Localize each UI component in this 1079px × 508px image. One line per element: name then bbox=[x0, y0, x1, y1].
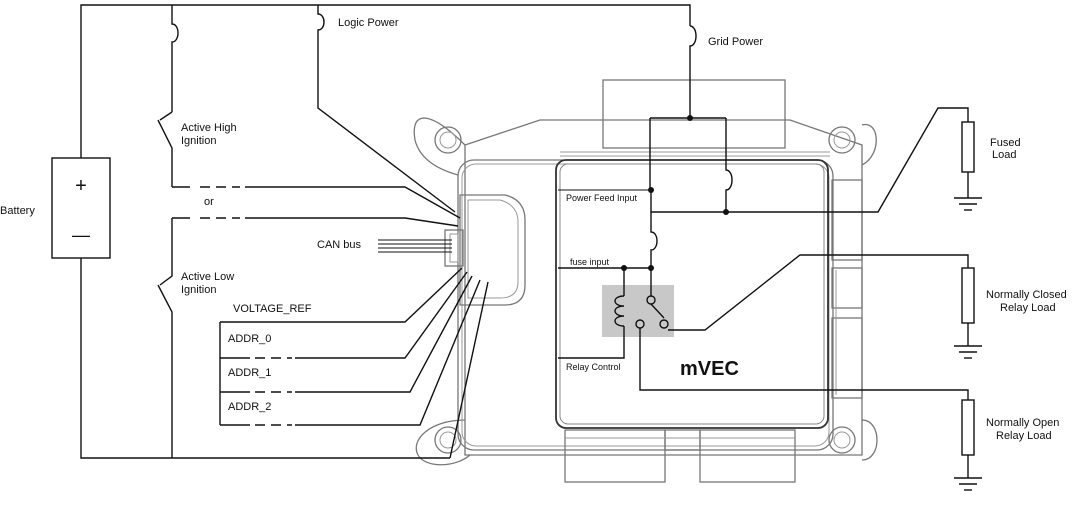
can-bus-lines bbox=[378, 239, 452, 253]
logic-power-label: Logic Power bbox=[338, 17, 399, 29]
relay-symbol bbox=[558, 254, 969, 400]
normally-open-load bbox=[954, 399, 982, 491]
mvec-module-name: mVEC bbox=[680, 358, 739, 380]
active-high-ignition-label-line2: Ignition bbox=[181, 135, 216, 147]
fused-load bbox=[954, 121, 982, 211]
power-feed-input-wiring bbox=[558, 107, 969, 271]
fuse-input-label: fuse input bbox=[570, 257, 610, 267]
normally-open-load-label-line1: Normally Open bbox=[986, 417, 1059, 429]
addr-2-label: ADDR_2 bbox=[228, 401, 271, 413]
active-high-ignition-label-line1: Active High bbox=[181, 122, 237, 134]
grid-power-label: Grid Power bbox=[708, 36, 763, 48]
mvec-housing bbox=[413, 79, 878, 483]
fused-load-label-line2: Load bbox=[992, 149, 1016, 161]
fused-load-label-line1: Fused bbox=[990, 137, 1021, 149]
grid-power-fuse bbox=[649, 25, 733, 212]
power-feed-input-label: Power Feed Input bbox=[566, 193, 638, 203]
addr-0-label: ADDR_0 bbox=[228, 333, 271, 345]
address-wires bbox=[219, 267, 489, 459]
ignition-fuse bbox=[157, 5, 461, 458]
active-low-ignition-label-line2: Ignition bbox=[181, 284, 216, 296]
logic-power-fuse bbox=[317, 5, 456, 213]
voltage-ref-label: VOLTAGE_REF bbox=[233, 303, 312, 315]
battery-label: Battery bbox=[0, 205, 35, 217]
or-label: or bbox=[204, 196, 214, 208]
battery-wires bbox=[80, 4, 691, 459]
battery-symbol: + — bbox=[51, 157, 111, 259]
normally-open-load-label-line2: Relay Load bbox=[996, 430, 1052, 442]
battery-minus-sign: — bbox=[72, 225, 90, 245]
relay-control-label: Relay Control bbox=[566, 362, 621, 372]
normally-closed-load bbox=[954, 267, 982, 359]
can-bus-label: CAN bus bbox=[317, 239, 362, 251]
active-low-ignition-label-line1: Active Low bbox=[181, 271, 234, 283]
addr-1-label: ADDR_1 bbox=[228, 367, 271, 379]
battery-plus-sign: + bbox=[75, 175, 87, 197]
normally-closed-load-label-line2: Relay Load bbox=[1000, 302, 1056, 314]
normally-closed-load-label-line1: Normally Closed bbox=[986, 289, 1067, 301]
